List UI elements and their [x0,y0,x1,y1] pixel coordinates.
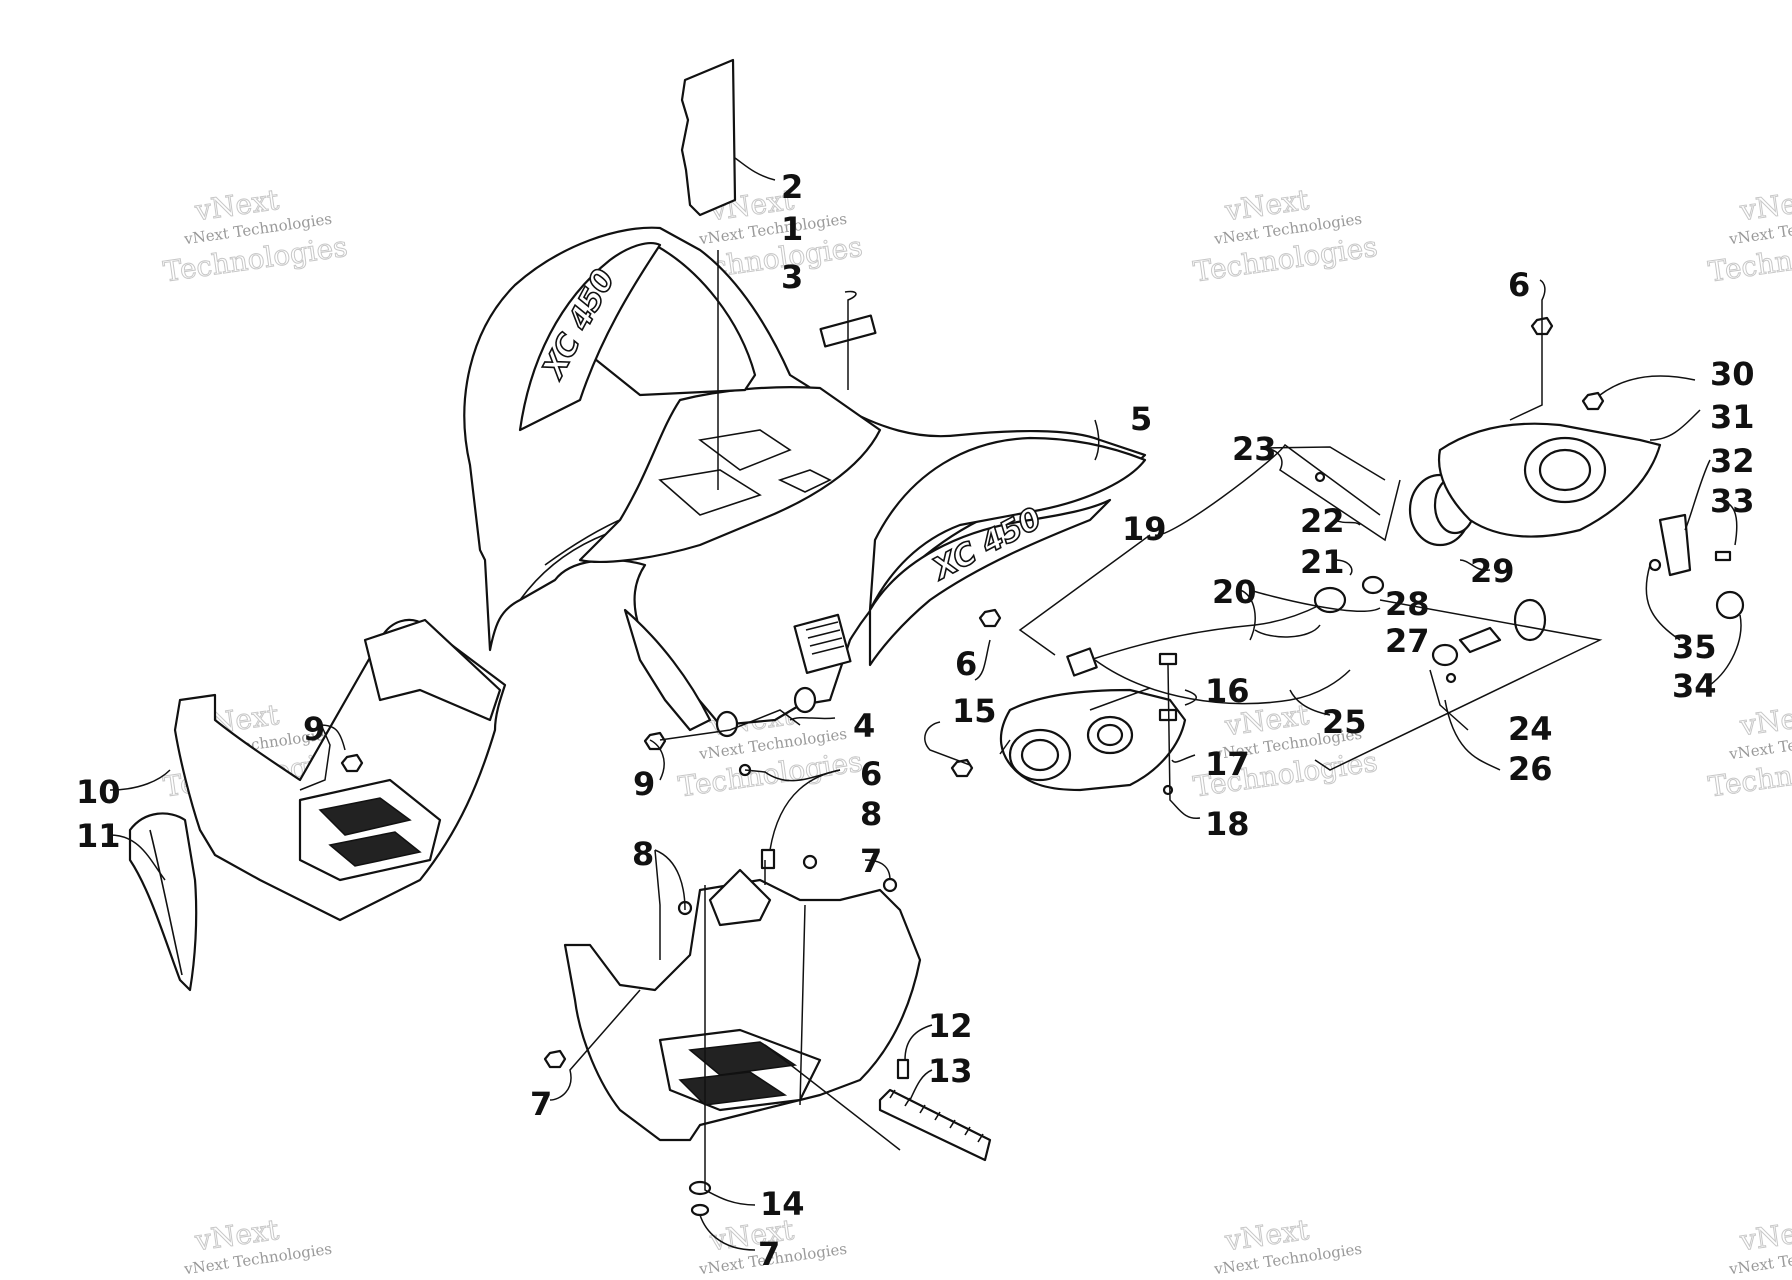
callout-31: 31 [1710,398,1755,436]
svg-text:vNext: vNext [1737,1213,1792,1258]
rivet-icon [802,854,818,870]
watermark: vNext vNext Technologies Technologies [1706,182,1792,288]
clip-icon [1158,652,1178,666]
callout-24: 24 [1508,710,1553,748]
callout-23: 23 [1232,430,1277,468]
callout-18: 18 [1205,805,1250,843]
part-decal-sheet [680,58,737,217]
callout-6: 6 [1508,266,1530,304]
nut-icon [340,753,364,773]
callout-6: 6 [955,645,977,683]
callout-8: 8 [860,795,882,833]
callout-19: 19 [1122,510,1167,548]
washer-icon [1648,558,1662,572]
rivet-icon [1162,784,1174,796]
callout-9: 9 [303,710,325,748]
part-left-footwell [128,618,507,992]
bolt-icon [978,608,1002,628]
callout-33: 33 [1710,482,1755,520]
callout-34: 34 [1672,667,1717,705]
callout-6: 6 [860,755,882,793]
callout-9: 9 [633,765,655,803]
part-front-fender: XC 450 XC 450 [463,226,1147,738]
callout-15: 15 [952,692,997,730]
callout-10: 10 [76,773,121,811]
watermarks: vNext vNext Technologies Technologies vN… [161,182,1792,1278]
part-footrest [878,1088,992,1162]
callout-7: 7 [758,1235,780,1273]
callout-20: 20 [1212,573,1257,611]
leader-lines [109,157,1742,1251]
callout-4: 4 [853,707,875,745]
watermark: vNext vNext Technologies [1212,1212,1363,1278]
washer-icon [690,1203,710,1217]
callout-28: 28 [1385,585,1430,623]
callout-8: 8 [632,835,654,873]
watermark: vNext vNext Technologies Technologies [1191,182,1380,288]
callout-35: 35 [1672,628,1717,666]
callout-11: 11 [76,817,121,855]
callout-2: 2 [781,168,803,206]
bolt-icon [760,848,776,870]
screw-icon [1445,672,1457,684]
watermark: vNext vNext Technologies [182,1212,333,1278]
washer-icon [688,1180,712,1196]
callout-14: 14 [760,1185,805,1223]
svg-text:vNext: vNext [1737,183,1792,228]
plug-icon [1715,590,1745,620]
callout-7: 7 [530,1085,552,1123]
watermark: vNext vNext Technologies Technologies [161,182,350,288]
callout-17: 17 [1205,745,1250,783]
callout-26: 26 [1508,750,1553,788]
callout-numbers: 1 2 3 4 5 6 6 6 7 7 7 8 8 9 9 10 11 12 1… [76,168,1755,1273]
part-rear-housing [1437,422,1692,577]
part-lower-footwell [563,868,922,1142]
callout-21: 21 [1300,543,1345,581]
screw-icon [1314,471,1326,483]
nut-icon [543,1049,567,1069]
nut-icon [1581,391,1605,411]
callout-13: 13 [928,1052,973,1090]
callout-32: 32 [1710,442,1755,480]
callout-27: 27 [1385,622,1430,660]
part-headlight-housing [999,688,1187,792]
callout-22: 22 [1300,502,1345,540]
callout-5: 5 [1130,400,1152,438]
callout-25: 25 [1322,703,1367,741]
callout-3: 3 [781,258,803,296]
rivet-icon [882,877,898,893]
watermark: vNext vNext Technologies Technologies [1706,697,1792,803]
callout-29: 29 [1470,552,1515,590]
svg-text:vNext: vNext [1737,698,1792,743]
callout-1: 1 [781,210,803,248]
watermark: vNext vNext Technologies [1727,1212,1792,1278]
callout-12: 12 [928,1007,973,1045]
bolt-icon [896,1058,910,1080]
callout-7: 7 [860,842,882,880]
screw-icon [1714,550,1732,562]
callout-30: 30 [1710,355,1755,393]
nut-icon [643,731,667,751]
callout-16: 16 [1205,672,1250,710]
